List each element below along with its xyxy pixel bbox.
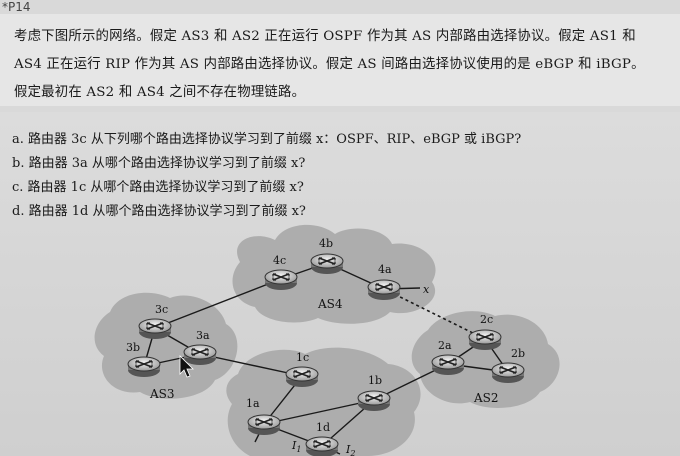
statement-line: 考虑下图所示的网络。假定 AS3 和 AS2 正在运行 OSPF 作为其 AS …: [14, 29, 636, 44]
label-4b: 4b: [319, 237, 333, 250]
label-2b: 2b: [511, 347, 525, 360]
router-3a: [183, 344, 217, 366]
interface-i2-label: I2: [345, 443, 355, 456]
label-4a: 4a: [378, 263, 392, 276]
label-1d: 1d: [316, 421, 330, 434]
label-2c: 2c: [480, 313, 493, 326]
label-3b: 3b: [126, 341, 140, 354]
as3-label: AS3: [149, 387, 175, 401]
router-4b: [310, 253, 344, 275]
label-4c: 4c: [273, 254, 286, 267]
router-1c: [285, 366, 319, 388]
questions-and-figure: a. 路由器 3c 从下列哪个路由选择协议学习到了前缀 x：OSPF、RIP、e…: [0, 112, 680, 456]
as2-cloud: [411, 311, 560, 408]
router-2b: [491, 362, 525, 384]
label-3a: 3a: [196, 329, 210, 342]
router-2c: [468, 329, 502, 351]
interface-i2-letter: I: [345, 443, 351, 456]
router-1a: [247, 414, 281, 436]
router-3c: [138, 318, 172, 340]
router-3b: [127, 356, 161, 378]
label-1a: 1a: [246, 397, 260, 410]
problem-statement: 考虑下图所示的网络。假定 AS3 和 AS2 正在运行 OSPF 作为其 AS …: [0, 14, 680, 106]
label-1b: 1b: [368, 374, 382, 387]
network-diagram: 4b 4c 4a x 3c 3a 3b 1c 1a 1b 1d 2c 2a 2b…: [94, 224, 560, 456]
label-3c: 3c: [155, 303, 168, 316]
as2-label: AS2: [473, 391, 499, 405]
label-1c: 1c: [296, 351, 309, 364]
question-d: d. 路由器 1d 从哪个路由选择协议学习到了前缀 x?: [12, 204, 306, 219]
label-2a: 2a: [438, 339, 452, 352]
as4-label: AS4: [317, 297, 343, 311]
statement-line: AS4 正在运行 RIP 作为其 AS 内部路由选择协议。假定 AS 间路由选择…: [14, 57, 645, 72]
mouse-cursor-icon: [179, 355, 194, 378]
interface-i1-letter: I: [291, 439, 297, 452]
interface-i1-label: I1: [291, 439, 301, 454]
prefix-x-label: x: [423, 283, 430, 296]
router-4a: [367, 279, 401, 301]
router-4c: [264, 269, 298, 291]
interface-i1-subscript: 1: [296, 445, 301, 454]
as4-as2-dashed-link: [383, 288, 486, 340]
router-1b: [357, 390, 391, 412]
question-c: c. 路由器 1c 从哪个路由选择协议学习到了前缀 x?: [12, 180, 304, 195]
router-2a: [431, 354, 465, 376]
problem-number: *P14: [2, 0, 31, 14]
question-a: a. 路由器 3c 从下列哪个路由选择协议学习到了前缀 x：OSPF、RIP、e…: [12, 132, 522, 147]
interface-i2-subscript: 2: [349, 449, 355, 456]
statement-line: 假定最初在 AS2 和 AS4 之间不存在物理链路。: [14, 85, 306, 100]
router-1d: [305, 436, 339, 456]
question-b: b. 路由器 3a 从哪个路由选择协议学习到了前缀 x?: [12, 156, 306, 171]
